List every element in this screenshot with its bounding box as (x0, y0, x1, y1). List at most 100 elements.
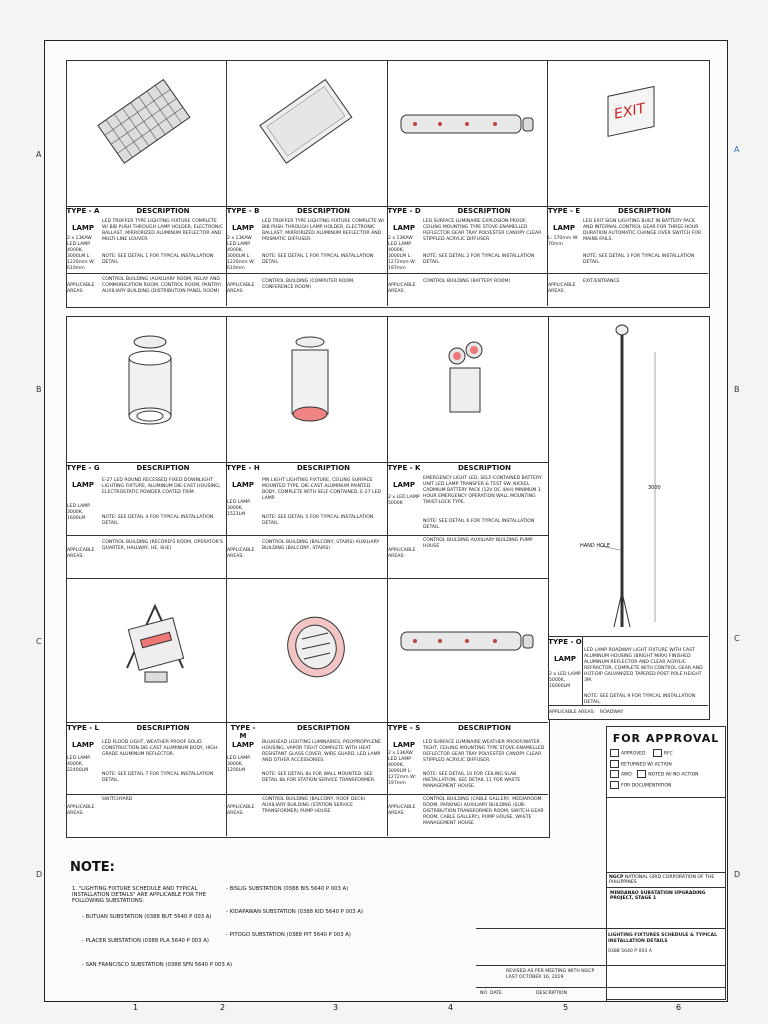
type-s-note: NOTE: SEE DETAIL 10 FOR CEILING SLAB INS… (423, 772, 521, 789)
type-o-label: TYPE - O (548, 638, 582, 646)
noted-checkbox[interactable] (637, 770, 647, 778)
type-b-label: TYPE - B (226, 207, 260, 215)
awo-checkbox[interactable] (610, 770, 619, 778)
type-g-description: E-27 LED ROUND RECESSED FIXED DOWNLIGHT … (102, 478, 221, 495)
type-k-description: EMERGENCY LIGHT LED, SELF-CONTAINED BATT… (423, 476, 542, 505)
type-o-frame (548, 316, 710, 720)
type-h-areas: CONTROL BUILDING (BALCONY, STAIRS) AUXIL… (262, 540, 380, 551)
drawing-number: 0388 5640 P 003 A (608, 949, 652, 954)
type-s-areas: CONTROL BUILDING (CABLE GALLERY, MEDIARO… (423, 797, 544, 826)
opt-awo: AWO (621, 772, 632, 778)
type-b-note: NOTE: SEE DETAIL 1 FOR TYPICAL INSTALLAT… (262, 254, 374, 265)
type-h-description: PIN LIGHT LIGHTING FIXTURE, CEILING SURF… (262, 478, 382, 501)
zone-left-b: B (36, 385, 42, 394)
type-m-areas-label: APPLICABLE AREAS: (227, 805, 255, 816)
type-m-description: BULKHEAD LIGHTING LUMINAIRES, POLYPROPYL… (262, 740, 381, 763)
zone-right-a: A (734, 145, 740, 154)
type-e-areas: EXIT/ENTRANCE (583, 279, 620, 284)
type-l-label: TYPE - L (67, 724, 99, 732)
type-o-note: NOTE: SEE DETAIL 9 FOR TYPICAL INSTALLAT… (584, 694, 696, 705)
zone-bottom-5: 5 (563, 1003, 569, 1012)
type-a-description: LED TROFFER TYPE LIGHTING FIXTURE COMPLE… (102, 219, 223, 242)
type-e-description: LED EXIT SIGN LIGHTING BUILT IN BATTERY … (583, 219, 702, 242)
notes-title: NOTE: (70, 860, 115, 875)
opt-approved: APPROVED (621, 751, 646, 757)
approval-title: FOR APPROVAL (612, 732, 720, 745)
project-name: MINDANAO SUBSTATION UPGRADING PROJECT, S… (607, 887, 725, 904)
type-s-desc-header: DESCRIPTION (457, 724, 512, 732)
approval-block: FOR APPROVAL APPROVED RFC RETURNED W/ AC… (606, 726, 726, 1000)
type-e-exit-sign-image: EXIT (607, 85, 655, 137)
type-s-lamp-spec: 2 x 13KAW LED LAMP 4000K, 3000LM L: 1272… (388, 751, 416, 786)
type-h-label: TYPE - H (226, 464, 260, 472)
type-b-lamp-spec: 2 x 13KAW LED LAMP 4000K, 3000LM L: 1220… (227, 236, 255, 271)
type-o-areas-label: APPLICABLE AREAS: (549, 710, 595, 715)
type-h-pinlight-image (291, 336, 329, 422)
rev-col-no: NO (480, 991, 488, 996)
notes-sub-left-1: - BUTUAN SUBSTATION (0388 BUT 5640 P 003… (82, 914, 212, 920)
type-b-areas: CONTROL BUILDING (COMPUTER ROOM, CONFERE… (262, 279, 355, 290)
type-d-note: NOTE: SEE DETAIL 2 FOR TYPICAL INSTALLAT… (423, 254, 535, 265)
zone-bottom-6: 6 (676, 1003, 682, 1012)
rfc-checkbox[interactable] (652, 749, 662, 757)
ngcp-logo: NGCP (609, 875, 624, 880)
type-g-desc-header: DESCRIPTION (136, 464, 190, 472)
type-m-lamp: LAMP (232, 741, 254, 749)
type-l-lamp-spec: LED LAMP 4000K, 22400LM (67, 756, 91, 773)
type-m-bulkhead-image (287, 616, 345, 678)
type-l-description: LED FLOOD LIGHT, WEATHER PROOF SOLID CON… (102, 740, 219, 757)
type-k-emergency-light-image (448, 341, 483, 413)
type-m-lamp-spec: LED LAMP 3000K, 1200LM (227, 756, 251, 773)
type-m-label: TYPE - M (230, 724, 256, 740)
approved-checkbox[interactable] (610, 749, 619, 757)
type-l-desc-header: DESCRIPTION (136, 724, 190, 732)
type-d-areas-label: APPLICABLE AREAS: (388, 283, 416, 294)
type-s-areas-label: APPLICABLE AREAS: (388, 805, 416, 816)
type-e-lamp: LAMP (553, 224, 575, 232)
type-o-pole-image (599, 324, 656, 628)
type-e-areas-label: APPLICABLE AREAS: (548, 283, 576, 294)
type-g-note: NOTE: SEE DETAIL 4 FOR TYPICAL INSTALLAT… (102, 515, 214, 526)
type-e-label: TYPE - E (547, 207, 581, 215)
type-h-lamp: LAMP (232, 481, 254, 489)
type-d-label: TYPE - D (387, 207, 421, 215)
zone-left-c: C (36, 637, 42, 646)
type-m-note: NOTE: SEE DETAIL 8a FOR WALL MOUNTED. SE… (262, 772, 376, 783)
type-a-note: NOTE: SEE DETAIL 1 FOR TYPICAL INSTALLAT… (102, 254, 214, 265)
type-g-areas-label: APPLICABLE AREAS: (67, 548, 95, 559)
type-l-lamp: LAMP (72, 741, 94, 749)
zone-bottom-1: 1 (133, 1003, 139, 1012)
type-m-desc-header: DESCRIPTION (296, 724, 351, 732)
type-b-description: LED TROFFER TYPE LIGHTING FIXTURE COMPLE… (262, 219, 385, 242)
type-a-areas: CONTROL BUILDING (AUXILIARY ROOM, RELAY … (102, 277, 222, 294)
type-k-lamp: LAMP (393, 481, 415, 489)
zone-right-d: D (734, 870, 741, 879)
type-k-areas: CONTROL BUILDING AUXILIARY BUILDING PUMP… (423, 538, 533, 549)
type-b-desc-header: DESCRIPTION (296, 207, 351, 215)
type-a-troffer-image (97, 78, 191, 164)
title-block: LIGHTING FIXTURES SCHEDULE & TYPICAL INS… (476, 928, 726, 1001)
hand-hole-label: HAND HOLE (580, 543, 610, 549)
type-b-areas-label: APPLICABLE AREAS: (227, 283, 255, 294)
rev-col-date: DATE (490, 991, 502, 996)
type-o-description: LED LAMP ROADWAY LIGHT FIXTURE WITH CAST… (584, 648, 703, 683)
type-d-luminaire-image (400, 114, 534, 134)
pole-height-dimension: 3000 (648, 485, 661, 491)
notes-item-1: 1. "LIGHTING FIXTURE SCHEDULE AND TYPICA… (72, 886, 206, 904)
type-o-areas: ROADWAY (600, 710, 624, 715)
type-s-lamp: LAMP (393, 741, 415, 749)
zone-bottom-2: 2 (220, 1003, 226, 1012)
type-a-lamp: LAMP (72, 224, 94, 232)
opt-returned: RETURNED W/ ACTION (621, 762, 672, 767)
documentation-checkbox[interactable] (610, 780, 619, 789)
type-s-description: LED SURFACE LUMINAIRE WEATHER PROOF/WATE… (423, 740, 545, 763)
company-name: NATIONAL GRID CORPORATION OF THE PHILIPP… (609, 875, 715, 885)
type-h-note: NOTE: SEE DETAIL 5 FOR TYPICAL INSTALLAT… (262, 515, 374, 526)
type-e-lamp-spec: L: 170mm W: 70mm (548, 236, 579, 247)
type-g-label: TYPE - G (66, 464, 100, 472)
type-l-floodlight-image (126, 603, 185, 683)
notes-sub-left-3: - SAN FRANCISCO SUBSTATION (0388 SFN 564… (82, 962, 233, 968)
zone-bottom-3: 3 (333, 1003, 339, 1012)
returned-checkbox[interactable] (610, 759, 619, 768)
notes-sub-right-2: - KIDAPAWAN SUBSTATION (0388 KID 5640 P … (226, 909, 363, 915)
